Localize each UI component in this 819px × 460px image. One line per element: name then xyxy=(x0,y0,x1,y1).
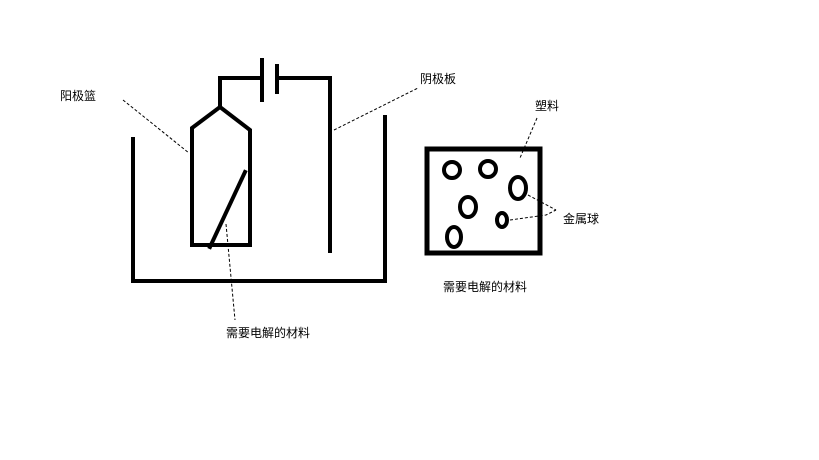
plastic-leader xyxy=(519,117,538,159)
cathode-wire-and-plate xyxy=(275,76,332,253)
material-right-label: 需要电解的材料 xyxy=(443,280,528,294)
metal-ball xyxy=(442,160,462,180)
anode-wire xyxy=(218,76,262,109)
material-left-label: 需要电解的材料 xyxy=(226,326,311,340)
metal-ball xyxy=(508,175,528,201)
metal-ball xyxy=(445,225,463,249)
metal-ball xyxy=(478,159,498,179)
anode-basket-label: 阳极篮 xyxy=(60,89,97,103)
plastic-label: 塑料 xyxy=(535,99,560,113)
cathode-plate-leader xyxy=(333,87,419,131)
anode-basket-leader xyxy=(122,99,190,154)
cathode-plate-label: 阴极板 xyxy=(420,72,457,86)
metal-ball xyxy=(495,211,509,229)
metal-balls-label: 金属球 xyxy=(563,212,600,226)
plastic-block xyxy=(424,146,543,256)
anode-basket xyxy=(190,104,252,247)
material-left-leader xyxy=(225,223,236,321)
electrolytic-tank xyxy=(131,115,387,283)
material-in-basket xyxy=(207,169,248,250)
metal-balls-leader-2 xyxy=(509,209,557,221)
metal-ball xyxy=(458,195,478,219)
